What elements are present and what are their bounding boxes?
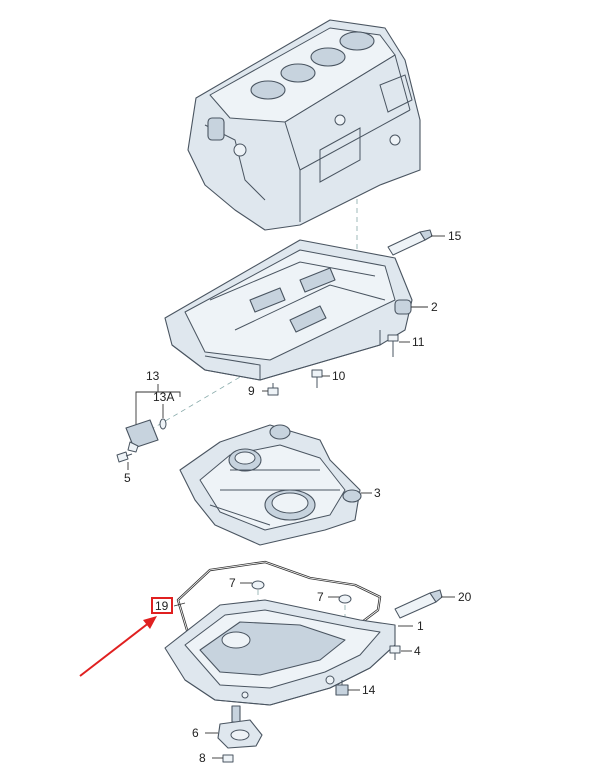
label-2: 2 bbox=[431, 300, 438, 314]
sealant-tube-20: 20 bbox=[394, 589, 472, 619]
seal-7-left: 7 bbox=[229, 576, 265, 590]
label-3: 3 bbox=[374, 486, 381, 500]
sealant-tube-15: 15 bbox=[387, 229, 462, 256]
sensor-6: 6 bbox=[192, 705, 263, 749]
drain-plug-14: 14 bbox=[335, 680, 376, 697]
label-7-left: 7 bbox=[229, 576, 236, 590]
screw-4: 4 bbox=[389, 644, 421, 660]
lower-oil-pan-1: 1 bbox=[164, 599, 424, 706]
seal-7-right: 7 bbox=[317, 590, 352, 604]
label-9: 9 bbox=[248, 384, 255, 398]
oil-level-sensor-13: 13 13A bbox=[125, 369, 181, 453]
label-13A: 13A bbox=[153, 390, 174, 404]
label-7-right: 7 bbox=[317, 590, 324, 604]
label-10: 10 bbox=[332, 369, 346, 383]
label-20: 20 bbox=[458, 590, 472, 604]
bolt-11: 11 bbox=[387, 334, 425, 357]
label-15: 15 bbox=[448, 229, 462, 243]
bolt-9: 9 bbox=[248, 383, 279, 398]
label-8: 8 bbox=[199, 751, 206, 765]
engine-block bbox=[187, 19, 421, 231]
bolt-10: 10 bbox=[311, 369, 346, 388]
label-14: 14 bbox=[362, 683, 376, 697]
label-4: 4 bbox=[414, 644, 421, 658]
label-19: 19 bbox=[155, 599, 169, 613]
highlight-arrow bbox=[79, 616, 157, 677]
highlight-box bbox=[151, 597, 173, 614]
bolt-8: 8 bbox=[199, 751, 234, 765]
upper-oil-pan-2: 2 bbox=[164, 239, 438, 381]
label-11: 11 bbox=[412, 335, 425, 349]
label-1: 1 bbox=[417, 619, 424, 633]
screw-5: 5 bbox=[116, 451, 133, 485]
label-13: 13 bbox=[146, 369, 160, 383]
label-5: 5 bbox=[124, 471, 131, 485]
label-6: 6 bbox=[192, 726, 199, 740]
baffle-plate-3: 3 bbox=[179, 424, 381, 546]
